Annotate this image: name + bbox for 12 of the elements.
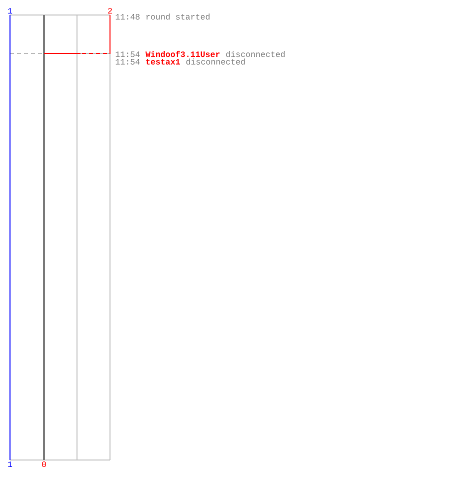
event-text: disconnected: [226, 51, 285, 58]
timestamp: 11:54: [116, 59, 140, 65]
lane-number: 0: [42, 461, 46, 468]
player-name: Windoof3.11User: [146, 50, 220, 58]
lane-number: 1: [8, 462, 12, 467]
timestamp: 11:48: [116, 14, 140, 20]
lane-number: 1: [8, 8, 12, 14]
event-text: round started: [146, 14, 210, 20]
event-text: disconnected: [186, 58, 245, 65]
timestamp: 11:54: [116, 52, 140, 58]
lane-number: 2: [108, 8, 112, 14]
player-name: testax1: [146, 58, 180, 65]
